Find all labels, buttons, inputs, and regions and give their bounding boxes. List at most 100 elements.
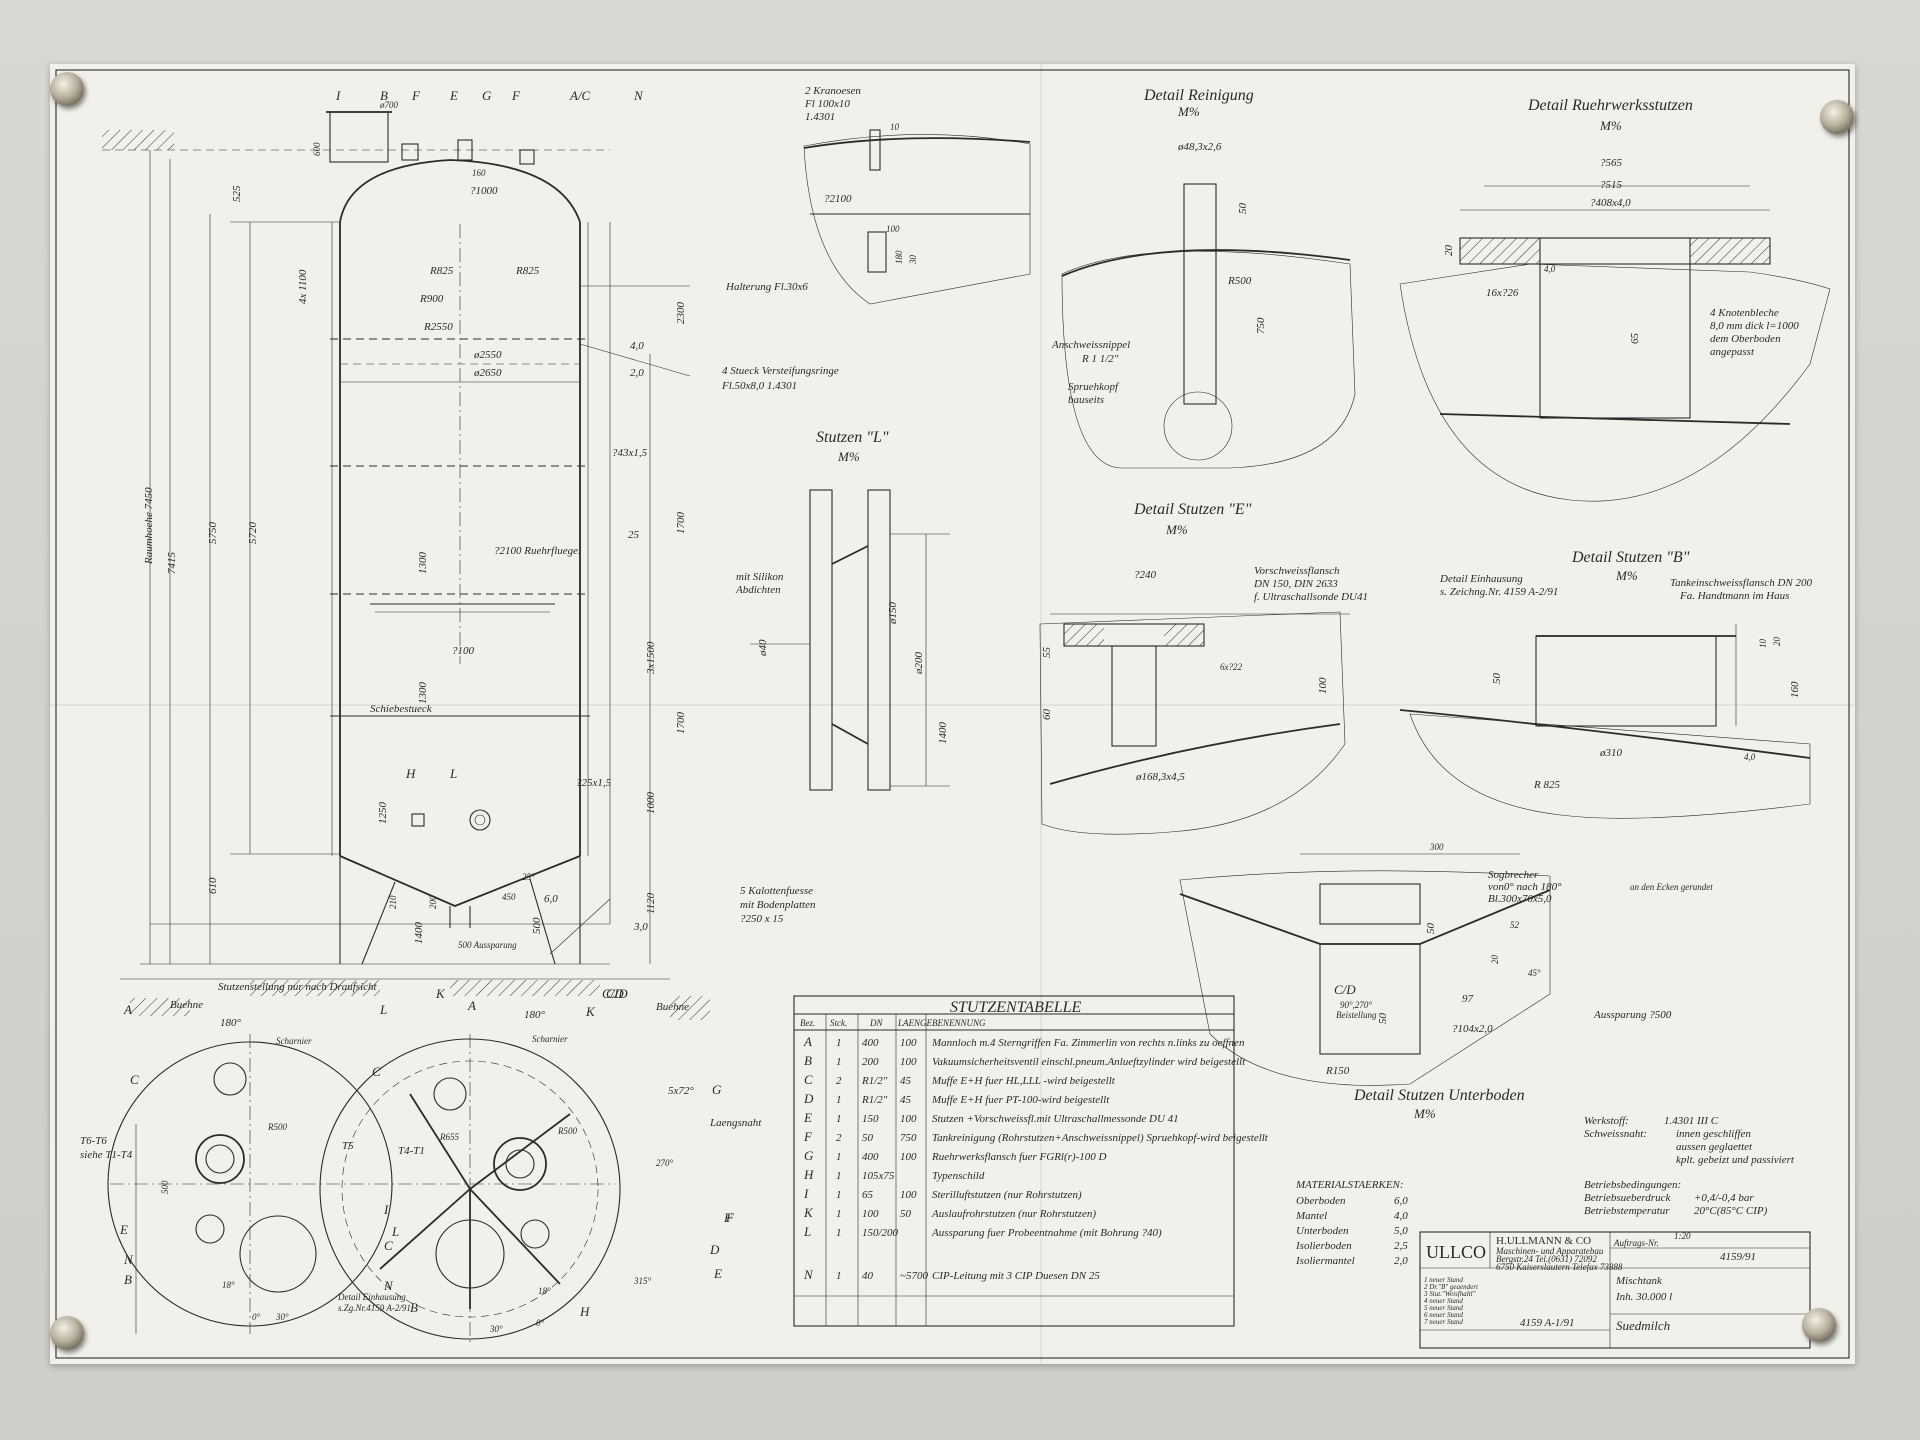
svg-text:Detail Stutzen "E": Detail Stutzen "E" [1133,501,1252,518]
plan-letter: B [410,1300,418,1315]
top-letter: N [633,88,644,103]
plan-label: 0° [536,1318,545,1328]
plan-label: Detail Einhausung [337,1292,406,1302]
svg-text:Betriebstemperatur: Betriebstemperatur [1584,1205,1670,1217]
dim-label: 1250 [377,802,389,825]
plan-letter: L [379,1002,387,1017]
dim-label: 1700 [675,712,687,735]
plan-label: s.Zg.Nr.4159 A-2/91 [338,1303,411,1313]
table-cell: 1 [836,1151,842,1163]
svg-text:6x?22: 6x?22 [1220,662,1242,672]
plan-label: Buehne [170,999,203,1011]
material-name: Isolierboden [1295,1240,1352,1252]
plan-letter: C [372,1064,381,1079]
callout-feet: ?250 x 15 [740,913,784,925]
svg-text:Stutzen "L": Stutzen "L" [816,429,889,446]
plan-label: 315° [633,1276,652,1286]
company-name: H.ULLMANN & CO [1496,1235,1591,1247]
table-cell: Aussparung fuer Probeentnahme (mit Bohru… [931,1227,1162,1239]
detail-unterboden: Detail Stutzen Unterboden M% 300 Sogbrec… [1179,842,1713,1121]
dim-label: 4x 1100 [297,269,309,304]
plan-letter: B [124,1272,132,1287]
revision-entry: 4 neuer Stand [1424,1297,1463,1305]
svg-text:Beistellung: Beistellung [1336,1010,1377,1020]
detail-stutzen-l: Stutzen "L" M% mit Silikon Abdichten ø40… [735,429,950,791]
top-letter: F [411,88,421,103]
plan-label: 180° [220,1017,242,1029]
table-cell: 50 [862,1132,874,1144]
table-cell: K [803,1205,814,1220]
dim-label: 7415 [166,552,178,575]
svg-text:ø200: ø200 [913,652,925,676]
table-cell: 1 [836,1056,842,1068]
svg-text:20: 20 [1443,245,1455,257]
svg-text:65: 65 [1629,333,1641,345]
plan-letter: N [123,1252,134,1267]
svg-text:Detail Stutzen Unterboden: Detail Stutzen Unterboden [1353,1087,1525,1104]
table-cell: G [804,1148,814,1163]
plan-letter: K [585,1004,596,1019]
table-cell: 1 [836,1270,842,1282]
plan-title: Stutzenstellung nur nach Draufsicht [218,981,378,993]
plan-letter: C/D [606,986,628,1001]
plan-label: 18° [222,1280,235,1290]
detail-stutzen-e: Detail Stutzen "E" M% ?240 Vorschweissfl… [1039,501,1368,835]
table-cell: 100 [900,1189,917,1201]
callout-feet: mit Bodenplatten [740,899,816,911]
svg-text:innen geschliffen: innen geschliffen [1676,1128,1751,1140]
plan-letter: E [119,1222,128,1237]
svg-text:Bl.300x70x5,0: Bl.300x70x5,0 [1488,893,1552,905]
svg-text:?240: ?240 [1134,569,1157,581]
fold-line-horizontal [50,704,1855,706]
table-cell: 1 [836,1037,842,1049]
nozzle-letter: L [449,766,457,781]
plan-label: T4-T1 [398,1145,425,1157]
table-cell: 105x75 [862,1170,895,1182]
plan-label: Scharnier [532,1034,568,1044]
svg-text:ø310: ø310 [1599,747,1623,759]
table-header: DN [869,1018,883,1028]
table-header: LAENGE [897,1018,933,1028]
blueprint-sheet: I B F E G F A/C N Raumhoehe 7450 7415 57… [50,64,1855,1364]
material-title: MATERIALSTAERKEN: [1295,1179,1404,1191]
dim-label: 1300 [417,682,429,705]
interior-label: ø2650 [473,367,502,379]
svg-text:dem Oberboden: dem Oberboden [1710,333,1781,345]
svg-text:10: 10 [890,122,900,132]
company-logo: ULLCO [1426,1242,1486,1262]
detail-stutzen-b: Detail Stutzen "B" M% Detail Einhausung … [1399,549,1812,819]
svg-text:Detail Ruehrwerksstutzen: Detail Ruehrwerksstutzen [1527,97,1693,114]
svg-text:Tankeinschweissflansch DN 200: Tankeinschweissflansch DN 200 [1670,577,1812,589]
svg-text:M%: M% [837,449,860,464]
plan-label: 30° [275,1312,289,1322]
svg-text:50: 50 [1491,673,1503,685]
svg-text:750: 750 [1255,317,1267,334]
thumbtack-pin [50,1316,84,1350]
table-cell: 400 [862,1037,879,1049]
tank-bottom-cone [339,855,581,907]
dim-label: 600 [312,142,322,156]
svg-text:1.4301: 1.4301 [805,111,835,123]
svg-text:4,0: 4,0 [1744,752,1756,762]
svg-text:angepasst: angepasst [1710,346,1755,358]
callout-rings: 4 Stueck Versteifungsringe [722,365,839,377]
material-name: Mantel [1295,1210,1327,1222]
svg-text:Betriebsbedingungen:: Betriebsbedingungen: [1584,1179,1681,1191]
interior-label: 450 [502,892,516,902]
svg-text:C/D: C/D [1334,982,1356,997]
svg-text:Anschweissnippel: Anschweissnippel [1051,339,1130,351]
interior-label: R825 [515,265,540,277]
dim-label: ?43x1,5 [612,447,648,459]
svg-text:ø48,3x2,6: ø48,3x2,6 [1177,141,1222,153]
table-header: BENENNUNG [932,1018,986,1028]
table-cell: CIP-Leitung mit 3 CIP Duesen DN 25 [932,1270,1100,1282]
svg-text:R150: R150 [1325,1065,1350,1077]
interior-label: ø2550 [473,349,502,361]
table-cell: 100 [900,1151,917,1163]
company-sub: Maschinen- und Apparatebau [1495,1246,1604,1256]
svg-text:DN 150, DIN 2633: DN 150, DIN 2633 [1253,578,1338,590]
dim-label: 2300 [675,302,687,325]
plan-label: Buehne [656,1001,689,1013]
svg-text:aussen geglaettet: aussen geglaettet [1676,1141,1753,1153]
